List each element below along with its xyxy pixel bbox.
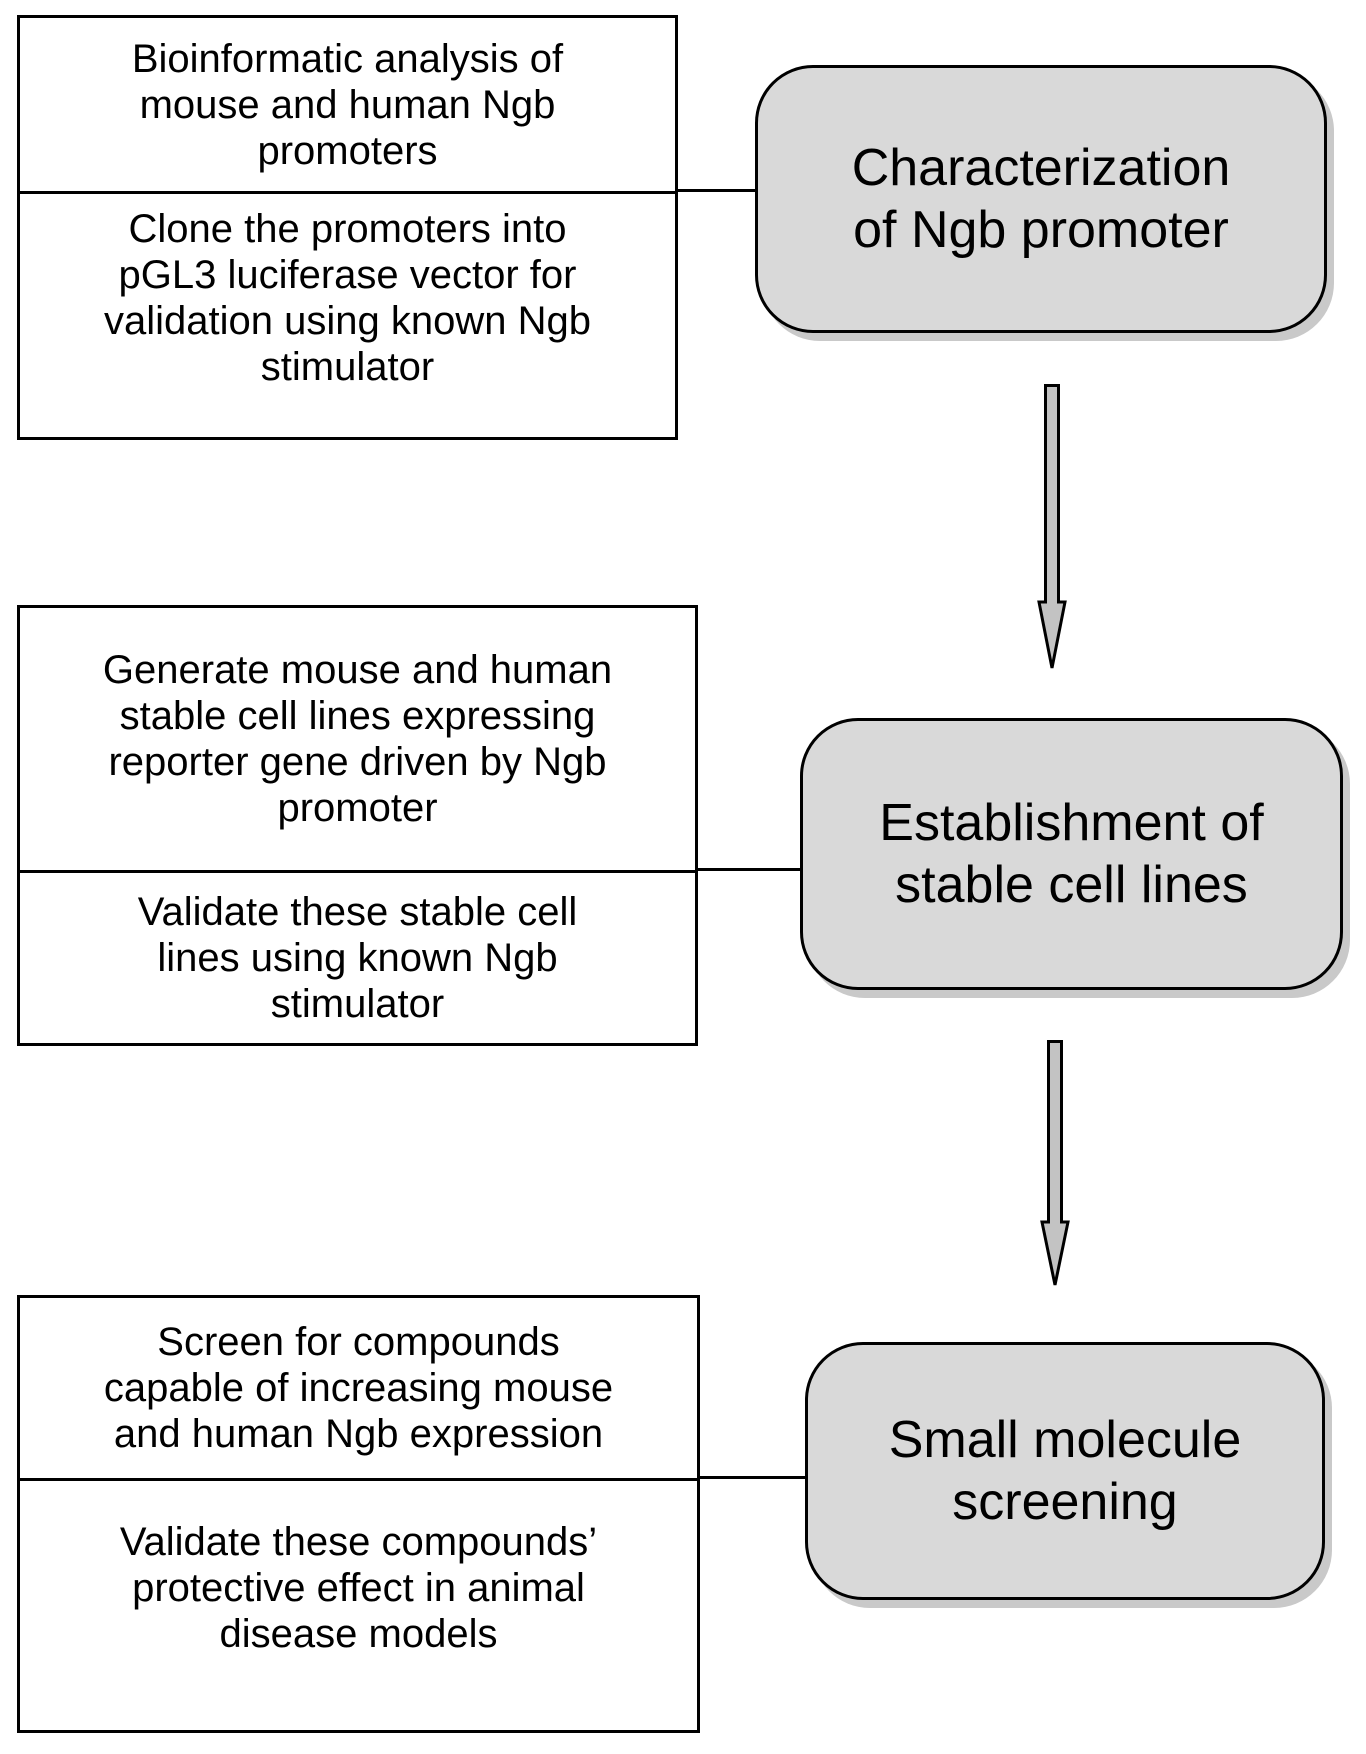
task-cell: Bioinformatic analysis of mouse and huma…	[20, 18, 675, 194]
connector-line-stage-1	[660, 189, 760, 192]
task-cell: Validate these compounds’ protective eff…	[20, 1481, 697, 1730]
down-arrow-icon-2	[1040, 1040, 1070, 1286]
stage-label: Characterization of Ngb promoter	[851, 139, 1231, 259]
task-cell: Screen for compounds capable of increasi…	[20, 1298, 697, 1481]
task-box-stage-1: Bioinformatic analysis of mouse and huma…	[17, 15, 678, 440]
stage-label: Establishment of stable cell lines	[879, 794, 1264, 914]
connector-line-stage-3	[682, 1476, 810, 1479]
task-text: Clone the promoters into pGL3 luciferase…	[104, 206, 591, 389]
stage-label: Small molecule screening	[888, 1411, 1242, 1531]
task-cell: Clone the promoters into pGL3 luciferase…	[20, 194, 675, 437]
task-box-stage-2: Generate mouse and human stable cell lin…	[17, 605, 698, 1046]
down-arrow-icon-1	[1037, 384, 1067, 669]
task-text: Validate these stable cell lines using k…	[137, 890, 578, 1026]
stage-node-stable-cell-lines: Establishment of stable cell lines	[800, 718, 1343, 990]
task-cell: Validate these stable cell lines using k…	[20, 873, 695, 1043]
task-cell: Generate mouse and human stable cell lin…	[20, 608, 695, 873]
task-text: Validate these compounds’ protective eff…	[119, 1519, 598, 1656]
connector-line-stage-2	[680, 868, 805, 871]
stage-node-characterization: Characterization of Ngb promoter	[755, 65, 1327, 333]
task-text: Screen for compounds capable of increasi…	[103, 1320, 614, 1456]
task-box-stage-3: Screen for compounds capable of increasi…	[17, 1295, 700, 1733]
stage-node-small-molecule-screening: Small molecule screening	[805, 1342, 1325, 1600]
task-text: Generate mouse and human stable cell lin…	[102, 648, 613, 830]
task-text: Bioinformatic analysis of mouse and huma…	[131, 36, 564, 173]
